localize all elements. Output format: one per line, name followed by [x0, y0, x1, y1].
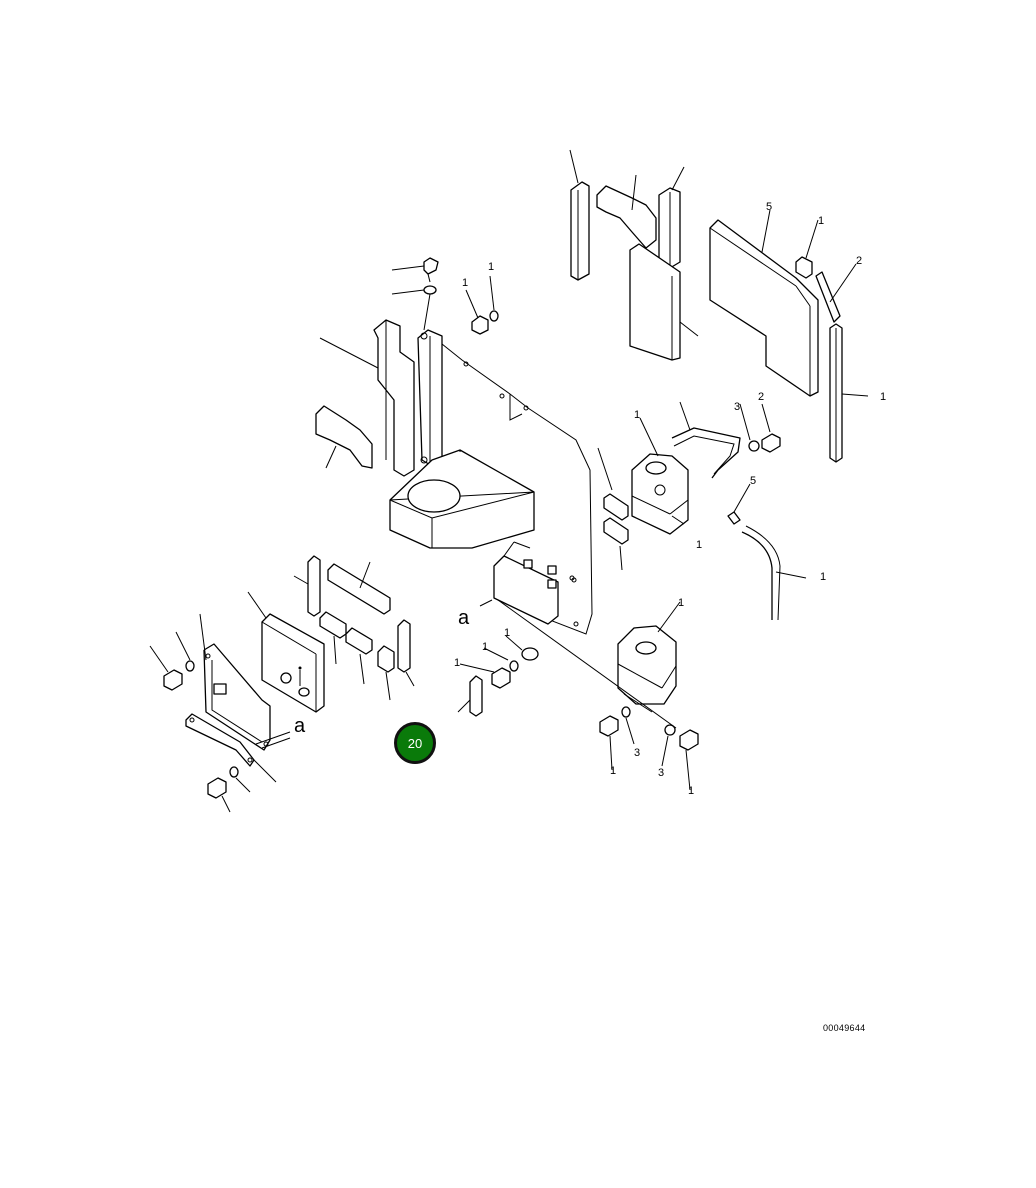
tank-upper: 1 1 — [631, 409, 702, 551]
svg-text:1: 1 — [696, 539, 702, 551]
svg-text:1: 1 — [610, 765, 616, 777]
pad-left-small-5 — [457, 675, 483, 717]
pad-large: 5 — [709, 201, 819, 397]
bolt-washer-right: 3 2 — [734, 391, 781, 453]
svg-text:1: 1 — [634, 409, 640, 421]
hotspot-label: 20 — [407, 735, 423, 751]
svg-text:3: 3 — [658, 767, 664, 779]
main-frame — [319, 319, 593, 635]
svg-text:2: 2 — [758, 391, 764, 403]
svg-text:3: 3 — [734, 401, 740, 413]
bolts-top: 1 1 — [391, 257, 499, 335]
svg-text:5: 5 — [766, 201, 772, 213]
pad-top-2 — [596, 174, 657, 249]
drawing-number: 00049644 — [823, 1023, 866, 1033]
pad-mid-2 — [603, 517, 629, 571]
svg-text:1: 1 — [482, 641, 488, 653]
pad-top-1 — [569, 149, 590, 281]
bolt-mid: 1 1 — [454, 641, 519, 689]
svg-text:5: 5 — [750, 475, 756, 487]
pad-top-4 — [629, 243, 699, 361]
hotspot-callout-button[interactable]: 20 — [394, 722, 436, 764]
small-block: 1 — [795, 215, 824, 279]
pad-left-curved — [315, 405, 373, 469]
svg-text:3: 3 — [634, 747, 640, 759]
svg-text:2: 2 — [856, 255, 862, 267]
svg-text:1: 1 — [454, 657, 460, 669]
pad-mid-1 — [597, 447, 629, 521]
strip-diagonal: 2 — [815, 255, 862, 323]
pad-left-long — [327, 561, 391, 615]
svg-text:a: a — [294, 715, 306, 737]
pad-left-small-2 — [345, 627, 373, 685]
bolts-left — [149, 631, 251, 813]
washer-large: 1 — [504, 627, 539, 661]
bolt-lower-right: 3 3 — [599, 706, 699, 791]
cover-plate: a — [199, 613, 306, 751]
pad-top-3 — [658, 166, 685, 269]
svg-text:1: 1 — [880, 391, 886, 403]
svg-text:1: 1 — [820, 571, 826, 583]
hose: 1 5 — [727, 475, 826, 621]
svg-text:a: a — [458, 607, 470, 629]
pad-left-vertical — [293, 555, 321, 617]
bar-lower — [185, 713, 277, 783]
strip-long: 1 — [829, 323, 886, 463]
svg-text:1: 1 — [488, 261, 494, 273]
svg-text:1: 1 — [818, 215, 824, 227]
svg-text:1: 1 — [688, 785, 694, 797]
svg-text:1: 1 — [678, 597, 684, 609]
tank-lower: 1 — [617, 597, 684, 705]
svg-text:1: 1 — [462, 277, 468, 289]
mounting-plate: a — [458, 541, 575, 629]
pad-left-small-3 — [377, 645, 395, 701]
tank-bracket — [671, 401, 741, 479]
svg-text:1: 1 — [504, 627, 510, 639]
pad-left-large — [247, 591, 325, 713]
pad-left-small-4 — [397, 619, 415, 687]
